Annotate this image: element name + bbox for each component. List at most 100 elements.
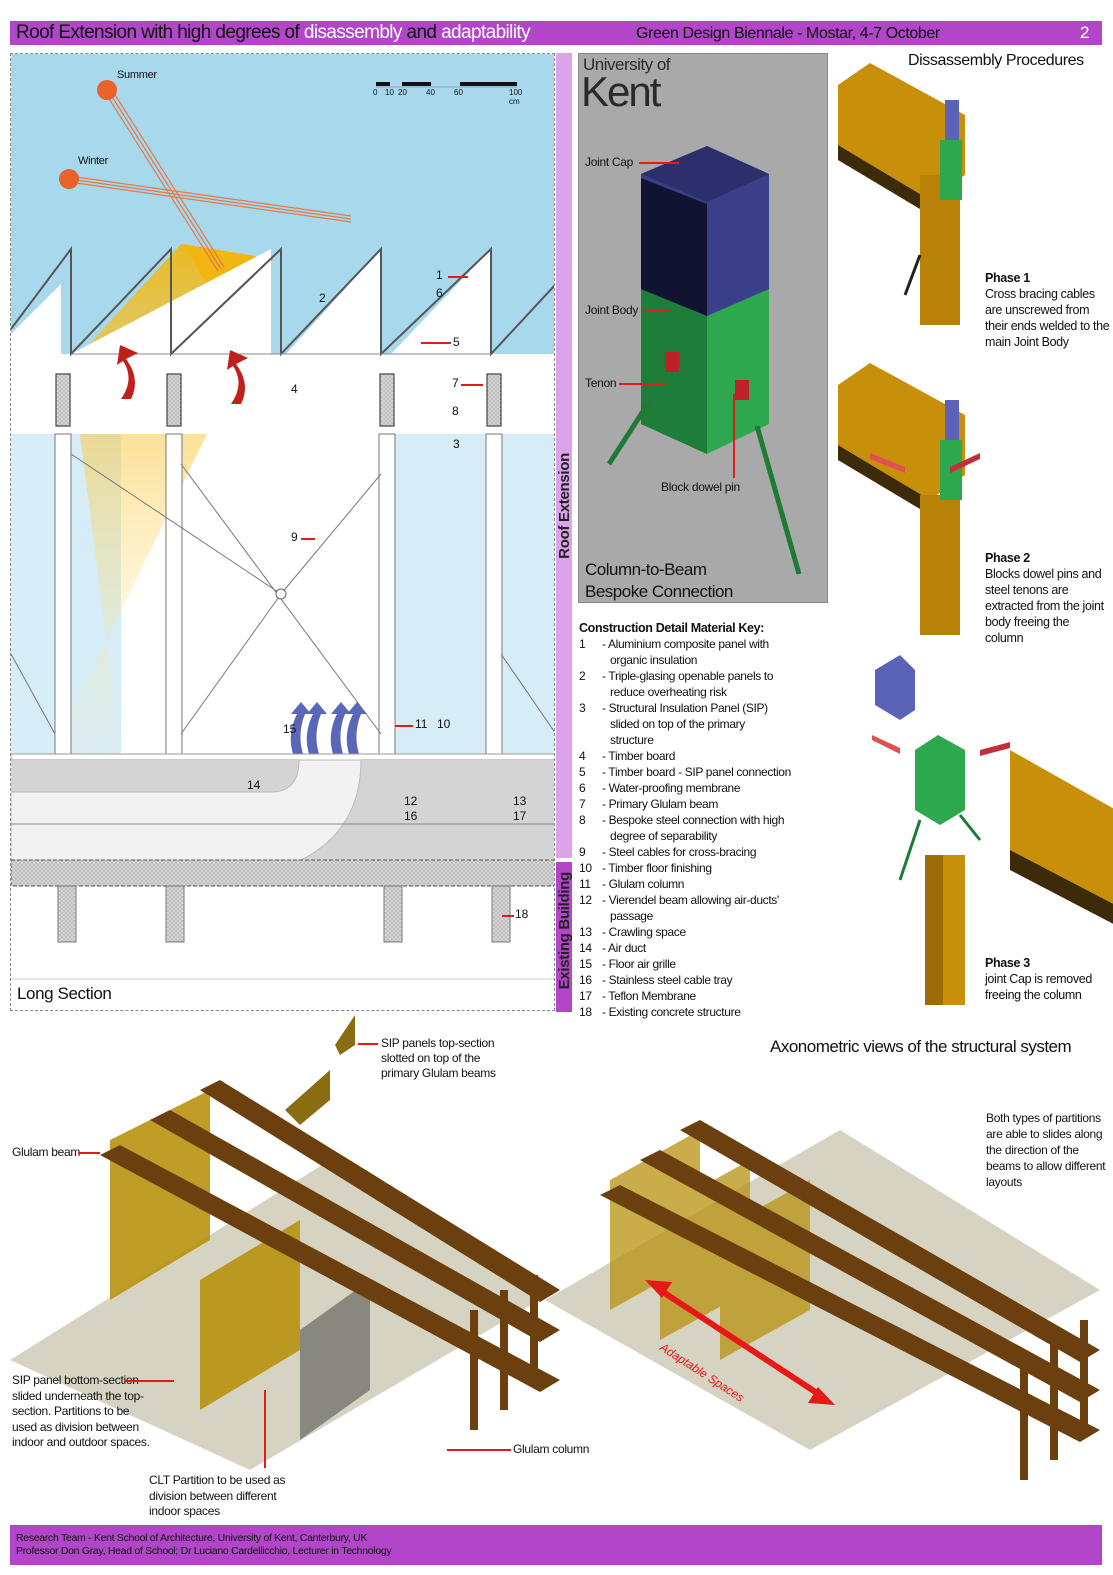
leader-line [733,394,735,478]
scale-tick: 0 [373,88,378,97]
material-key-item: 4 - Timber board [579,748,829,764]
glulam-column-label: Glulam column [513,1442,590,1456]
sip-bottom-section-label: SIP panel bottom-section slided undernea… [12,1373,150,1449]
title-highlight-adaptability: adaptability [441,22,531,43]
disassembly-illustrations [838,63,980,635]
both-types-note: Both types of partitions are able to sli… [986,1111,1106,1189]
roof-extension-label: Roof Extension [556,453,573,559]
leader-line [447,1449,511,1451]
material-key-item: 14- Air duct [579,940,829,956]
callout-7: 7 [452,376,459,390]
tenon-plate [665,352,679,372]
material-key-line: - Structural Insulation Panel (SIP) [602,701,768,715]
material-key-number: 15 [579,957,592,971]
sip-top-section [335,1015,355,1055]
phase-1: Phase 1 Cross bracing cables are unscrew… [985,270,1110,350]
scale-tick: 20 [398,88,407,97]
material-key-description: - Glulam column [602,876,829,892]
roof-extension-bar: Roof Extension [556,53,573,858]
glulam-columns-right [1020,1320,1088,1480]
concrete-downstands [57,885,511,943]
phase2-joint [838,363,980,635]
material-key-number: 9 [579,845,586,859]
page-number: 2 [1080,23,1090,42]
title-highlight-disassembly: disassembly [303,22,403,43]
material-key-item: 5- Timber board - SIP panel connection [579,764,829,780]
material-key-number: 6 [579,781,586,795]
material-key-description: - Floor air grille [602,956,829,972]
connection-caption-line2: Bespoke Connection [585,582,733,601]
material-key-line: - Existing concrete structure [602,1005,741,1019]
material-key-description: - Timber board - SIP panel connection [602,764,829,780]
material-key-description: - Existing concrete structure [602,1004,829,1020]
material-key-number: 10 [579,861,592,875]
leader-line [301,538,315,540]
long-section-caption: Long Section [17,984,112,1003]
material-key-description: - Timber board [602,748,829,764]
material-key-line: - Triple-glasing openable panels to [602,669,774,683]
material-key-line: - Water-proofing membrane [602,781,741,795]
air-duct [11,759,362,861]
leader-line [395,725,413,727]
connection-illustration [606,146,802,575]
material-key-number: 2 [579,669,586,683]
material-key-item: 15 - Floor air grille [579,956,829,972]
material-key-item: 18- Existing concrete structure [579,1004,829,1020]
material-key-number: 11 [579,877,591,891]
winter-label: Winter [78,155,108,167]
material-key-item: 6 - Water-proofing membrane [579,780,829,796]
phase-1-text: Cross bracing cables are unscrewed from … [985,287,1110,349]
summer-sun-icon [97,80,117,100]
scale-tick: 40 [426,88,435,97]
connection-caption-line1: Column-to-Beam [585,560,707,579]
phase1-joint [838,63,965,325]
material-key-line: - Stainless steel cable tray [602,973,733,987]
existing-building-bar: Existing Building [556,862,573,1012]
material-key-description: - Steel cables for cross-bracing [602,844,829,860]
title-part: Roof Extension with high degrees of [16,22,304,43]
material-key-number: 4 [579,749,586,763]
phase-1-title: Phase 1 [985,271,1030,285]
material-key-item: 10 - Timber floor finishing [579,860,829,876]
phase-3: Phase 3 joint Cap is removed freeing the… [985,955,1110,1003]
sun-rays [68,89,352,272]
primary-glulam-beams [55,373,502,427]
leader-line [619,383,665,385]
callout-8: 8 [452,404,459,418]
poster-title: Roof Extension with high degrees of disa… [16,21,531,45]
callout-11: 11 [415,717,428,731]
sip-partition [110,1090,210,1300]
cable-node [275,588,287,600]
event-name: Green Design Biennale - Mostar, 4-7 Octo… [636,25,940,42]
material-key-line: slided on top of the primary [610,717,745,731]
glulam-beams-right [600,1120,1100,1442]
joint-body-label: Joint Body [585,303,639,317]
material-key-line: - Crawling space [602,925,686,939]
material-key-number: 13 [579,925,592,939]
leader-line [358,1043,378,1045]
footer-line-2: Professor Don Gray, Head of School; Dr L… [16,1545,392,1557]
material-key-description: - Teflon Membrane [602,988,829,1004]
callout-3: 3 [453,437,460,451]
material-key-number: 14 [579,941,592,955]
footer-bar: Research Team - Kent School of Architect… [10,1525,1102,1565]
adaptable-spaces-arrow-icon [645,1280,835,1405]
material-key-description: - Vierendel beam allowing air-ducts'pass… [602,892,829,924]
glulam-columns [54,433,503,855]
leader-line [448,276,468,278]
material-key-description: - Timber floor finishing [602,860,829,876]
material-key-item: 13 - Crawling space [579,924,829,940]
material-key-line: - Aluminium composite panel with [602,637,769,651]
scale-tick: 10 [385,88,394,97]
callout-12: 12 [404,794,418,808]
scale-unit: 100 cm [509,88,523,106]
material-key-number: 3 [579,701,586,715]
material-key-number: 12 [579,893,592,907]
callout-10: 10 [437,717,451,731]
material-key-number: 8 [579,813,586,827]
